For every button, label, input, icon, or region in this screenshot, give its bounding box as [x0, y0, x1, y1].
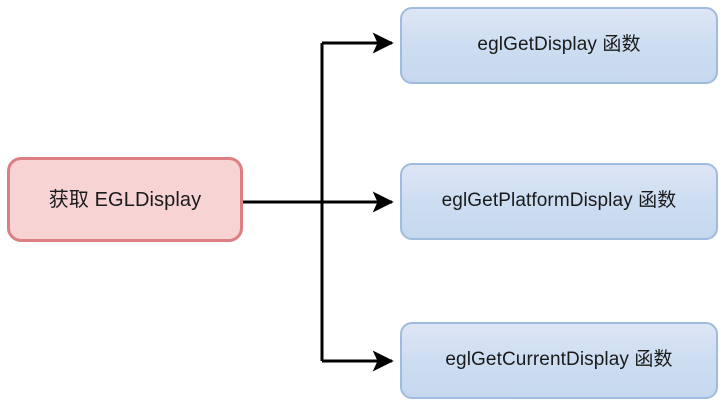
node-eglgetplatformdisplay-label: eglGetPlatformDisplay 函数 — [441, 190, 677, 212]
node-eglgetdisplay-label: eglGetDisplay 函数 — [477, 34, 641, 56]
edge-trunk — [243, 43, 324, 361]
node-eglgetdisplay[interactable]: eglGetDisplay 函数 — [400, 7, 718, 84]
node-source-label: 获取 EGLDisplay — [48, 188, 202, 211]
node-source-get-egldisplay[interactable]: 获取 EGLDisplay — [7, 157, 243, 242]
node-eglgetplatformdisplay[interactable]: eglGetPlatformDisplay 函数 — [400, 163, 718, 240]
node-eglgetcurrentdisplay[interactable]: eglGetCurrentDisplay 函数 — [400, 322, 718, 399]
node-eglgetcurrentdisplay-label: eglGetCurrentDisplay 函数 — [445, 349, 673, 371]
